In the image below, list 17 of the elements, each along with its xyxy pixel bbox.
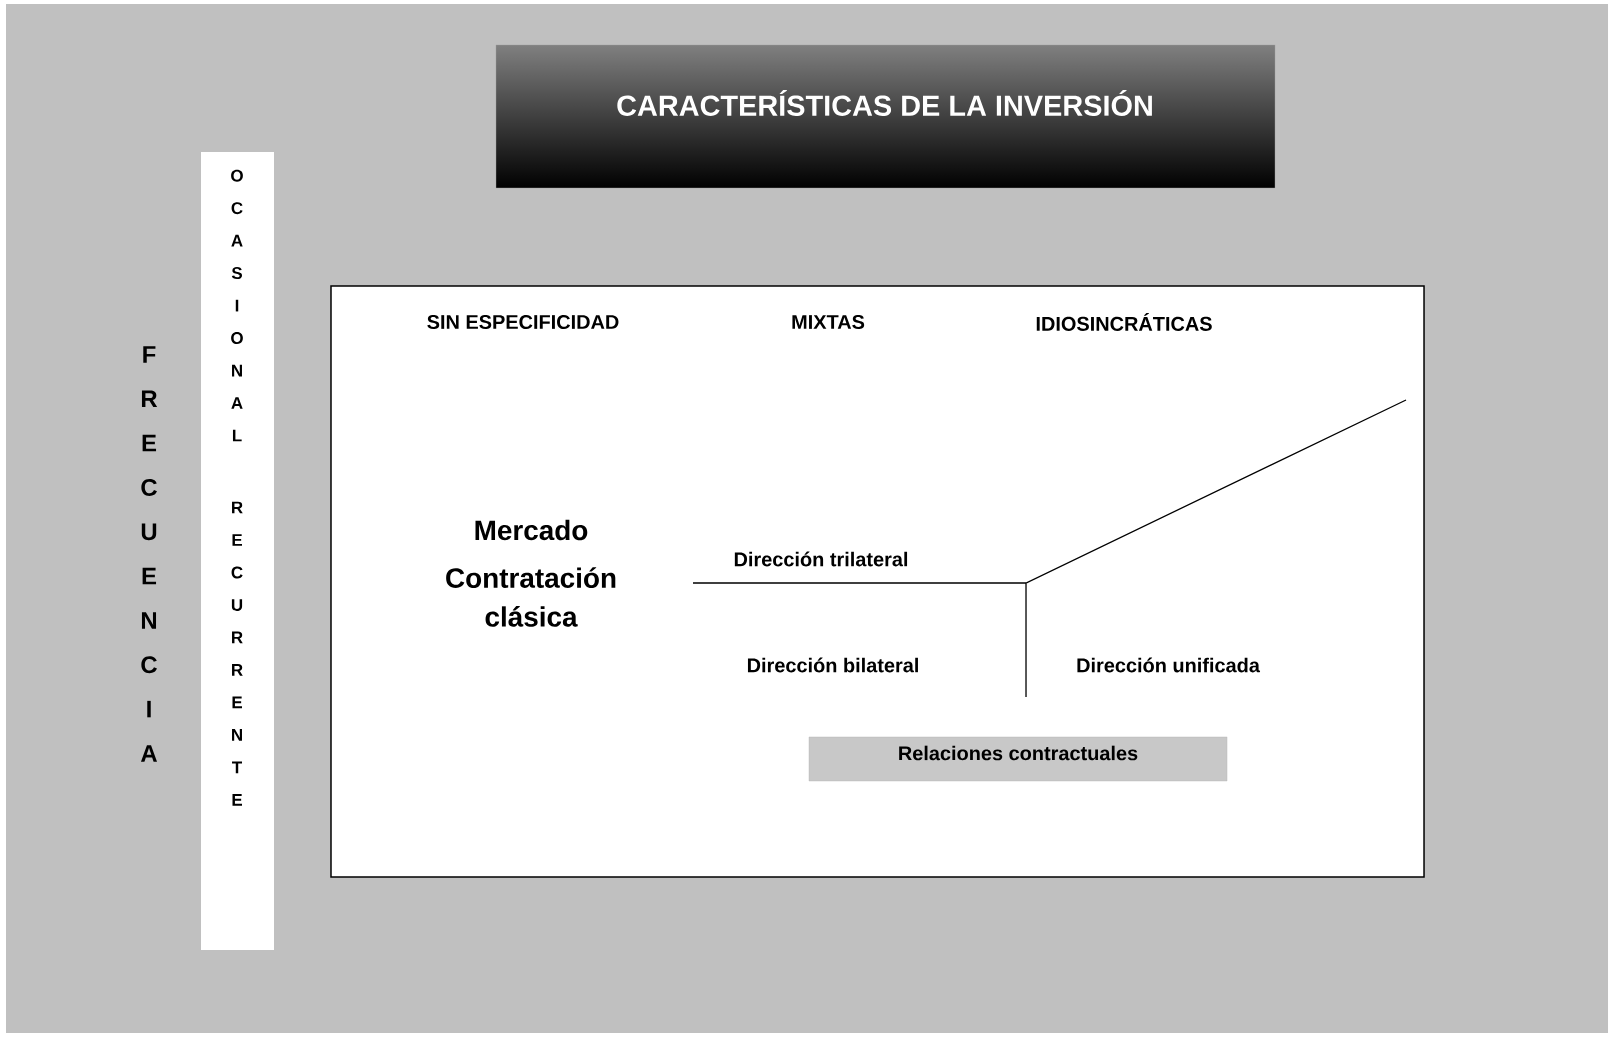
chart-frame — [330, 285, 1425, 878]
title-text: CARACTERÍSTICAS DE LA INVERSIÓN — [617, 90, 1152, 116]
box-label: Relaciones contractuales — [899, 745, 1138, 761]
axis-strip — [201, 152, 274, 950]
cell-text: Dirección unificada — [1077, 657, 1261, 673]
cell-text: MIXTAS — [792, 314, 865, 330]
cell-text: Dirección bilateral — [747, 657, 918, 673]
cell-text: IDIOSINCRÁTICAS — [1036, 313, 1212, 331]
vertical-label: RECURRENTE — [231, 501, 243, 806]
cell-text: Dirección trilateral — [734, 551, 908, 567]
cell-text: Mercado — [475, 519, 588, 541]
category-box — [808, 736, 1228, 782]
cell-text: Contratación clásica — [446, 567, 616, 627]
vertical-label: OCASIONAL — [231, 169, 243, 442]
title-banner — [495, 44, 1276, 189]
vertical-label: FRECUENCIA — [140, 346, 158, 762]
cell-text: SIN ESPECIFICIDAD — [427, 314, 619, 330]
